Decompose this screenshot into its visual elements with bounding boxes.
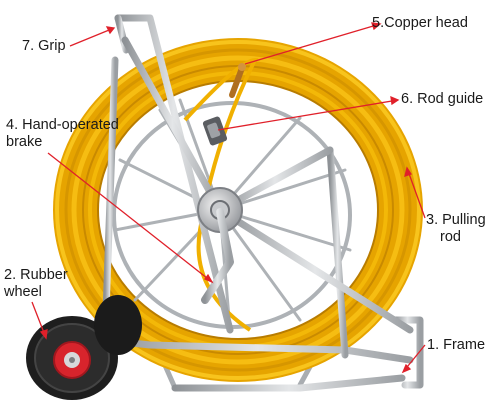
label-pulling-rod: 3. Pulling rod bbox=[426, 212, 486, 246]
rear-wheel bbox=[94, 295, 142, 355]
label-brake-line2: brake bbox=[6, 134, 43, 150]
label-hand-operated-brake: 4. Hand-operated brake bbox=[6, 117, 119, 151]
label-copper-head: 5.Copper head bbox=[372, 15, 468, 31]
rod-strand bbox=[183, 57, 259, 332]
callout-leaders bbox=[31, 22, 426, 374]
copper-head bbox=[229, 63, 246, 98]
label-rubber-line2: wheel bbox=[4, 284, 42, 300]
label-pulling-line2: rod bbox=[440, 229, 461, 245]
rubber-wheel bbox=[26, 316, 118, 400]
rod-guide bbox=[202, 116, 228, 146]
label-rod-guide: 6. Rod guide bbox=[401, 91, 484, 107]
label-frame: 1. Frame bbox=[427, 337, 486, 353]
brake-lever bbox=[201, 208, 234, 304]
label-brake-line1: 4. Hand-operated bbox=[6, 117, 119, 133]
label-rubber-wheel: 2. Rubber wheel bbox=[4, 267, 68, 301]
label-rubber-line1: 2. Rubber bbox=[4, 267, 68, 283]
label-grip: 7. Grip bbox=[22, 38, 66, 54]
label-pulling-line1: 3. Pulling bbox=[426, 212, 486, 228]
